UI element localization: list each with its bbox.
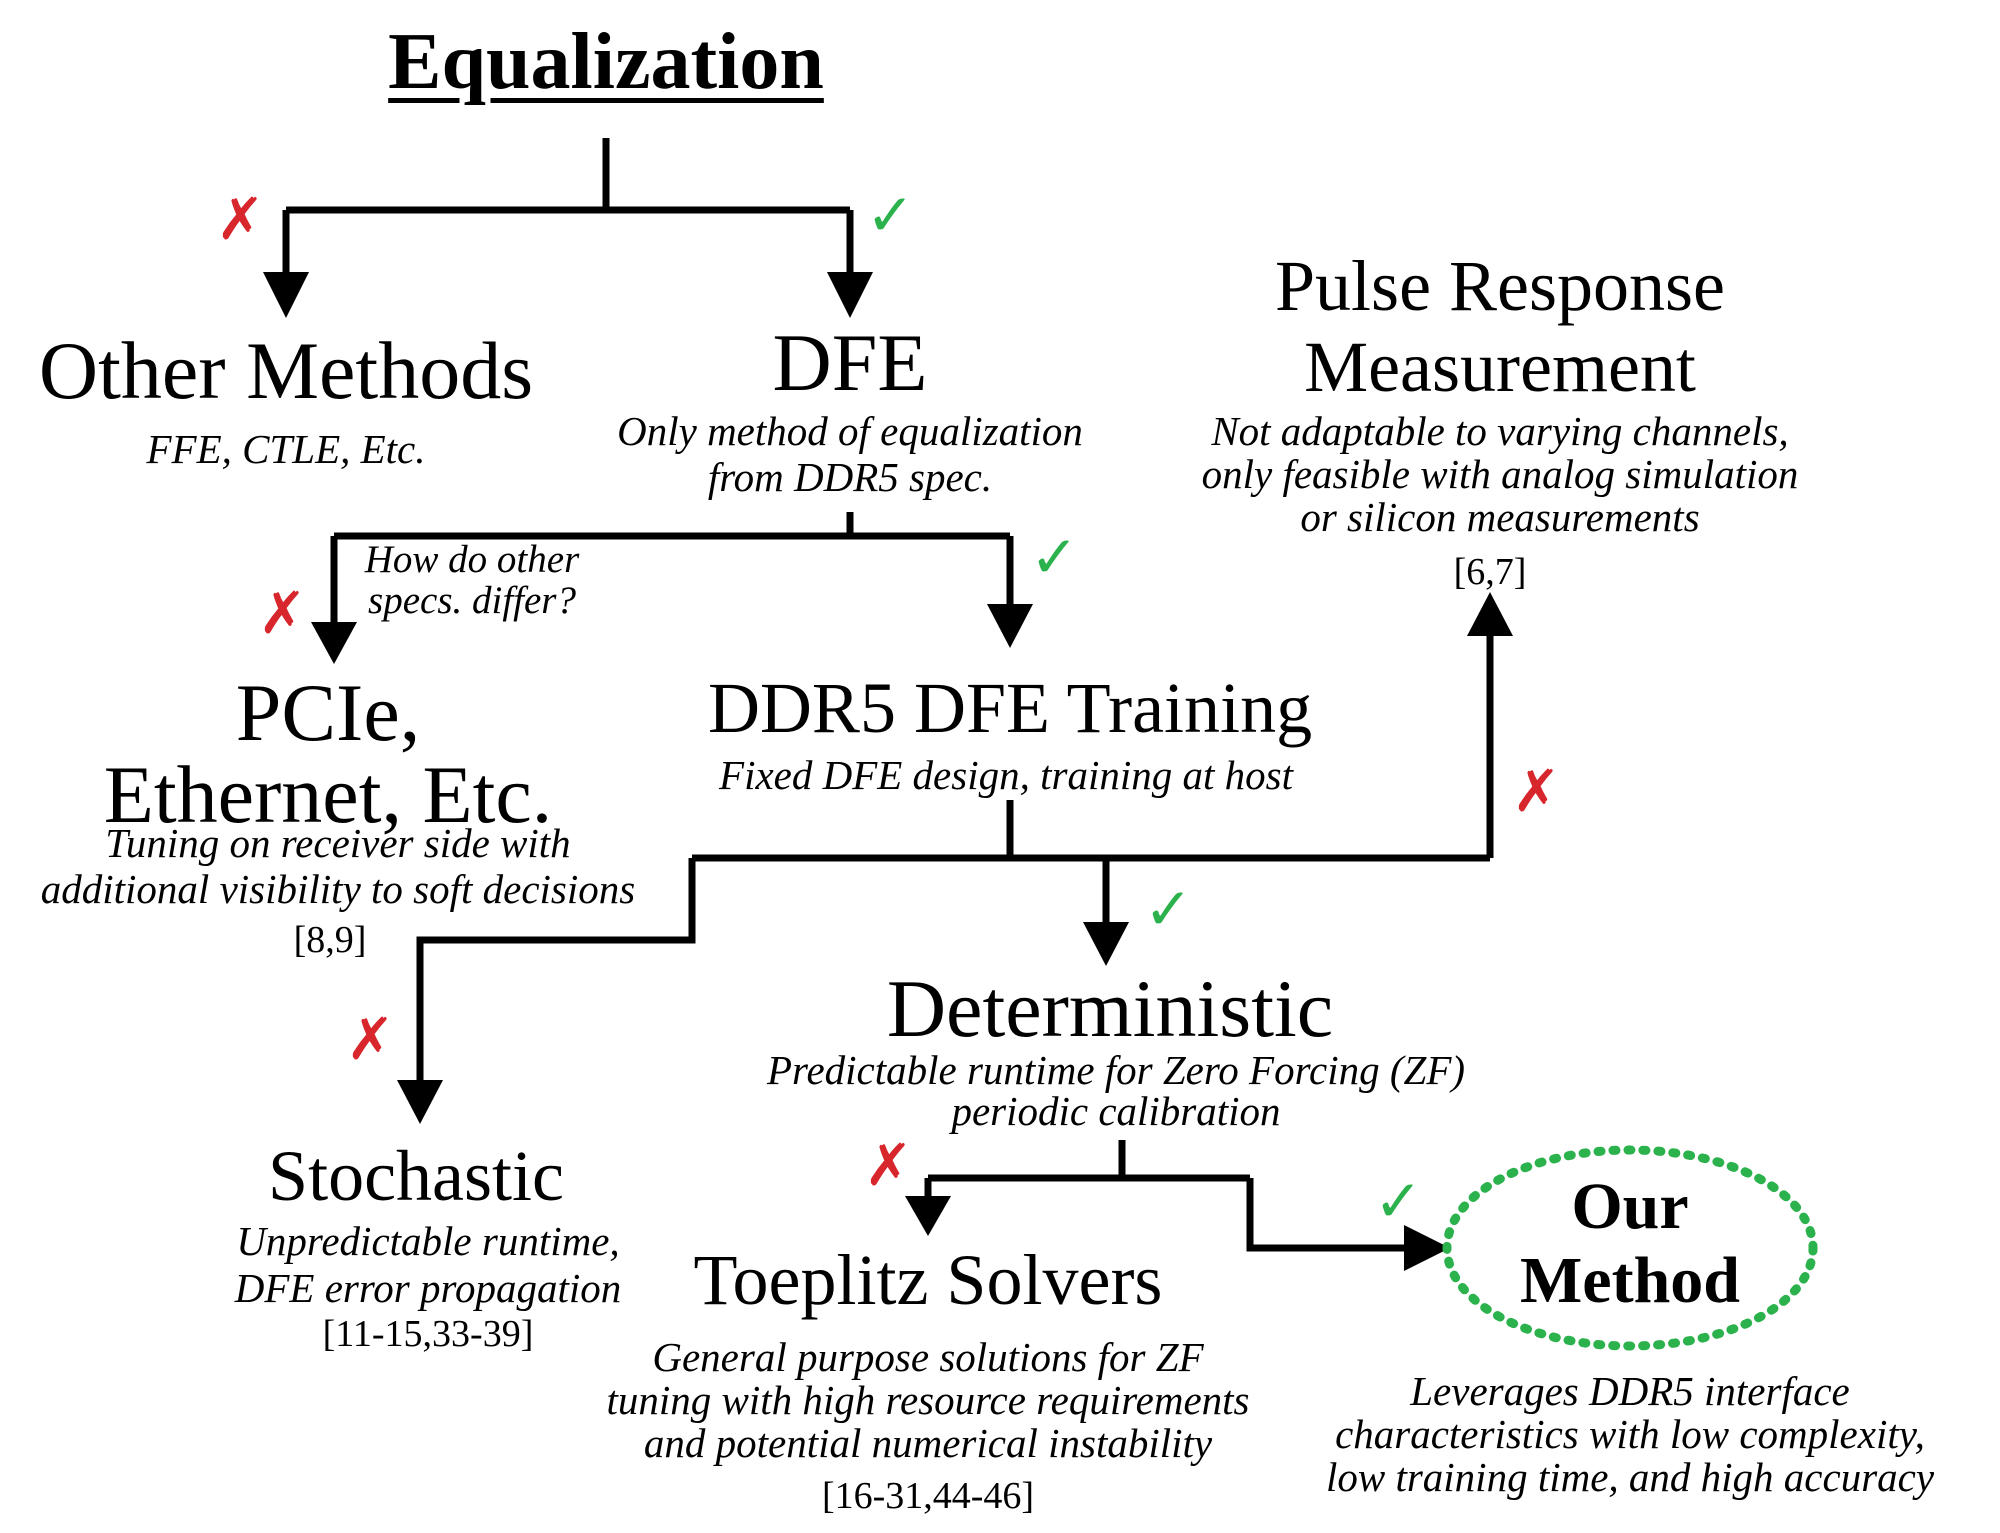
edge-to-stochastic: [416, 858, 696, 1086]
arrowhead-other-methods: [263, 272, 309, 318]
edge-to-our-method: [1246, 1178, 1412, 1252]
deterministic-title: Deterministic: [886, 963, 1334, 1054]
pcie-desc: Tuning on receiver side with additional …: [40, 820, 636, 913]
arrowhead-pcie: [311, 622, 357, 664]
arrowhead-stochastic: [397, 1080, 443, 1124]
reject-mark-pulse-response: ✗: [1512, 757, 1561, 825]
pcie-ref: [8,9]: [293, 919, 367, 961]
arrowhead-ddr5-training: [987, 604, 1033, 648]
arrowhead-toeplitz: [905, 1196, 951, 1236]
pcie-title: PCIe, Ethernet, Etc.: [103, 667, 553, 840]
ddr5-dfe-training-title: DDR5 DFE Training: [707, 668, 1313, 748]
dfe-desc: Only method of equalization from DDR5 sp…: [617, 408, 1083, 501]
stochastic-ref: [11-15,33-39]: [322, 1313, 534, 1355]
our-method-desc: Leverages DDR5 interface characteristics…: [1325, 1368, 1935, 1501]
other-methods-title: Other Methods: [38, 325, 534, 416]
edge-training-split: [692, 800, 1490, 862]
reject-mark-stochastic: ✗: [346, 1005, 395, 1073]
deterministic-desc: Predictable runtime for Zero Forcing (ZF…: [766, 1047, 1466, 1134]
accept-mark-deterministic: ✓: [1144, 875, 1193, 943]
accept-mark-our-method: ✓: [1374, 1167, 1423, 1235]
pulse-response-title: Pulse Response Measurement: [1275, 246, 1725, 407]
reject-mark-toeplitz: ✗: [864, 1131, 913, 1199]
our-method-highlight-ellipse: [1442, 1145, 1818, 1351]
ddr5-dfe-training-desc: Fixed DFE design, training at host: [719, 752, 1293, 798]
reject-mark-pcie: ✗: [258, 579, 307, 647]
pulse-response-ref: [6,7]: [1453, 551, 1527, 593]
pulse-response-desc: Not adaptable to varying channels, only …: [1201, 408, 1799, 541]
stochastic-title: Stochastic: [268, 1136, 564, 1216]
diagram-title: Equalization: [388, 18, 824, 106]
edge-equalization-split: [286, 138, 850, 214]
reject-mark-other-methods: ✗: [216, 185, 265, 253]
arrowhead-deterministic: [1083, 922, 1129, 966]
other-methods-desc: FFE, CTLE, Etc.: [146, 426, 426, 472]
edge-dfe-split: [334, 512, 1010, 540]
arrowhead-our-method: [1404, 1225, 1450, 1271]
our-method-title: Our Method: [1520, 1170, 1740, 1317]
edge-label-how-differ: How do other specs. differ?: [364, 538, 580, 622]
edge-deterministic-split: [928, 1140, 1250, 1182]
arrowhead-dfe: [827, 272, 873, 318]
arrowhead-pulse-response: [1467, 592, 1513, 636]
stochastic-desc: Unpredictable runtime, DFE error propaga…: [234, 1218, 622, 1312]
dfe-title: DFE: [772, 317, 928, 408]
toeplitz-title: Toeplitz Solvers: [693, 1240, 1163, 1320]
accept-mark-dfe: ✓: [866, 181, 915, 249]
toeplitz-desc: General purpose solutions for ZF tuning …: [606, 1334, 1250, 1467]
toeplitz-ref: [16-31,44-46]: [821, 1475, 1035, 1517]
accept-mark-ddr5-training: ✓: [1030, 523, 1079, 591]
